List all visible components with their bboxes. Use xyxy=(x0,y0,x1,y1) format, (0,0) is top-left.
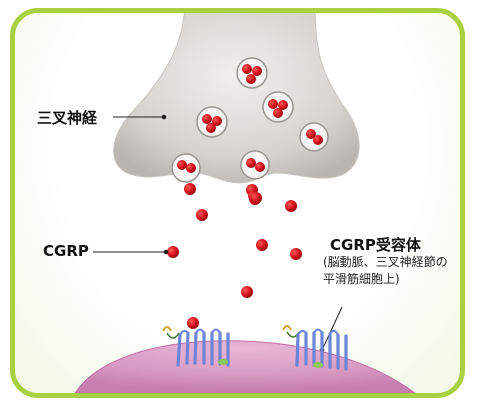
cgrp-receptor-left xyxy=(162,326,230,367)
label-receptor-location-line1: (脳動脈、三叉神経節の xyxy=(323,255,448,269)
cgrp-mechanism-diagram xyxy=(74,13,416,393)
label-receptor-location-line2: 平滑筋細胞上) xyxy=(323,272,400,286)
label-trigeminal-nerve: 三叉神経 xyxy=(37,109,98,127)
trigeminal-nerve-terminal xyxy=(113,13,360,184)
vesicle xyxy=(236,57,268,89)
vesicle xyxy=(262,91,294,123)
smooth-muscle-cell xyxy=(74,340,416,393)
cgrp-molecule xyxy=(167,246,179,258)
leader-lines xyxy=(93,114,343,353)
leader-line-receptor xyxy=(322,306,343,349)
label-cgrp-receptor: CGRP受容体 xyxy=(330,236,421,254)
cgrp-molecule xyxy=(196,209,208,221)
cgrp-molecule xyxy=(285,200,297,212)
released-cgrp-molecules xyxy=(167,183,302,329)
cgrp-molecule xyxy=(184,183,196,195)
vesicle xyxy=(196,106,228,138)
diagram-frame: 三叉神経 CGRP CGRP受容体 (脳動脈、三叉神経節の 平滑筋細胞上) xyxy=(10,8,465,398)
cgrp-receptor-right xyxy=(282,325,348,371)
cgrp-molecule xyxy=(256,239,268,251)
vesicle xyxy=(240,150,270,180)
vesicles xyxy=(171,57,329,183)
cgrp-molecule xyxy=(241,286,253,298)
cgrp-molecule xyxy=(290,248,302,260)
label-cgrp: CGRP xyxy=(43,242,89,260)
cgrp-molecule xyxy=(187,317,199,329)
vesicle xyxy=(171,153,201,183)
vesicle xyxy=(299,122,329,152)
cgrp-molecule xyxy=(250,192,262,204)
